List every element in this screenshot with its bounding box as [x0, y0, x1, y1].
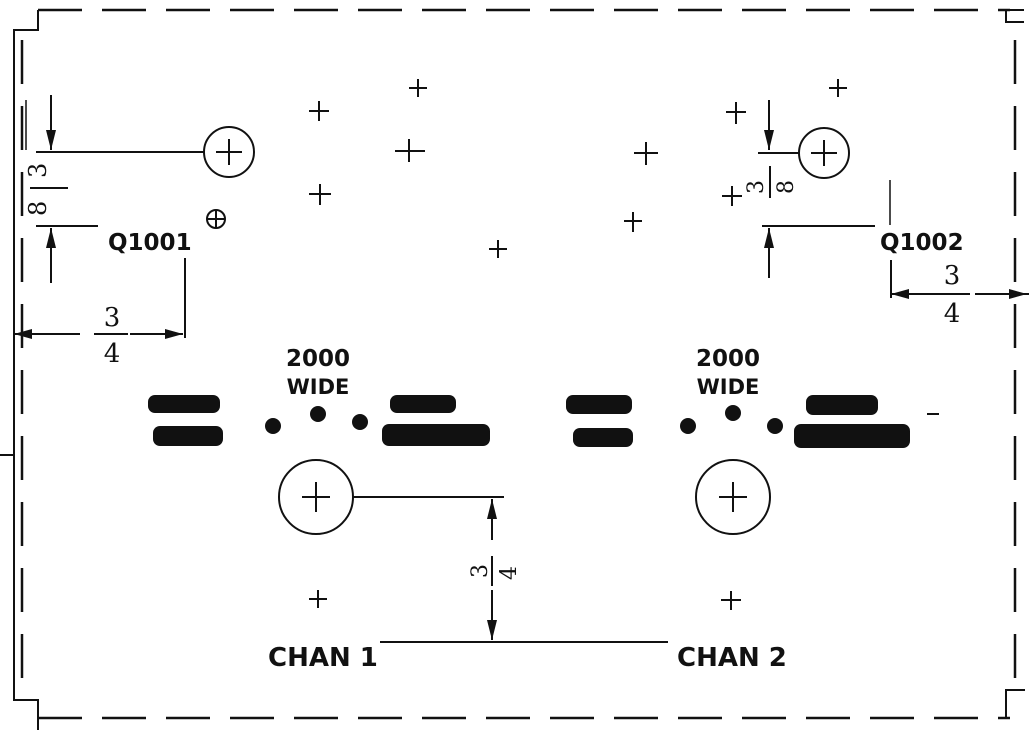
dimension-right-vertical-numerator: 3 [744, 180, 769, 194]
mount-hole-q1001 [203, 126, 255, 178]
label-chan2: CHAN 2 [677, 643, 787, 673]
dimension-right-horizontal-numerator: 3 [944, 261, 961, 291]
crosshair [829, 79, 847, 97]
dimension-center-vertical: 3 4 [353, 496, 668, 643]
crosshair [722, 186, 742, 206]
crosshair [309, 590, 327, 608]
crosshair-marks [309, 79, 939, 610]
crosshair [409, 79, 427, 97]
label-wide-left-number: 2000 [286, 346, 350, 372]
crosshair [624, 212, 642, 232]
crosshair [395, 139, 425, 162]
dimension-left-vertical-numerator: 3 [24, 163, 52, 178]
mount-hole-q1002 [798, 127, 850, 179]
dimension-left-vertical: 3 8 [24, 95, 204, 283]
mount-hole-chan1 [278, 459, 354, 535]
small-target-mark [206, 209, 226, 229]
crosshair [489, 240, 507, 258]
dimension-left-horizontal-numerator: 3 [104, 303, 121, 333]
dimension-left-horizontal: 3 4 [14, 258, 186, 369]
panel-border [0, 8, 1025, 730]
mount-hole-chan2 [695, 459, 771, 535]
dimension-center-vertical-numerator: 3 [468, 564, 493, 578]
crosshair [309, 184, 331, 205]
label-chan1: CHAN 1 [268, 643, 378, 673]
switch-dots-left [265, 406, 368, 434]
crosshair [721, 591, 741, 610]
crosshair [726, 102, 746, 124]
label-wide-right-text: WIDE [697, 375, 760, 399]
crosshair [634, 142, 658, 165]
switch-dots-right [680, 405, 783, 434]
dimension-right-vertical: 3 8 [744, 100, 891, 278]
dimension-right-horizontal: 3 4 [890, 260, 1029, 329]
label-wide-left-text: WIDE [287, 375, 350, 399]
smudged-labels [148, 395, 910, 448]
dimension-right-vertical-denominator: 8 [774, 180, 799, 194]
crosshair [309, 101, 329, 121]
label-q1002: Q1002 [880, 230, 964, 256]
dimension-left-vertical-denominator: 8 [24, 201, 52, 216]
label-q1001: Q1001 [108, 230, 192, 256]
dimension-left-horizontal-denominator: 4 [104, 339, 121, 369]
label-wide-right-number: 2000 [696, 346, 760, 372]
dimension-right-horizontal-denominator: 4 [944, 299, 961, 329]
dimension-center-vertical-denominator: 4 [497, 566, 522, 580]
